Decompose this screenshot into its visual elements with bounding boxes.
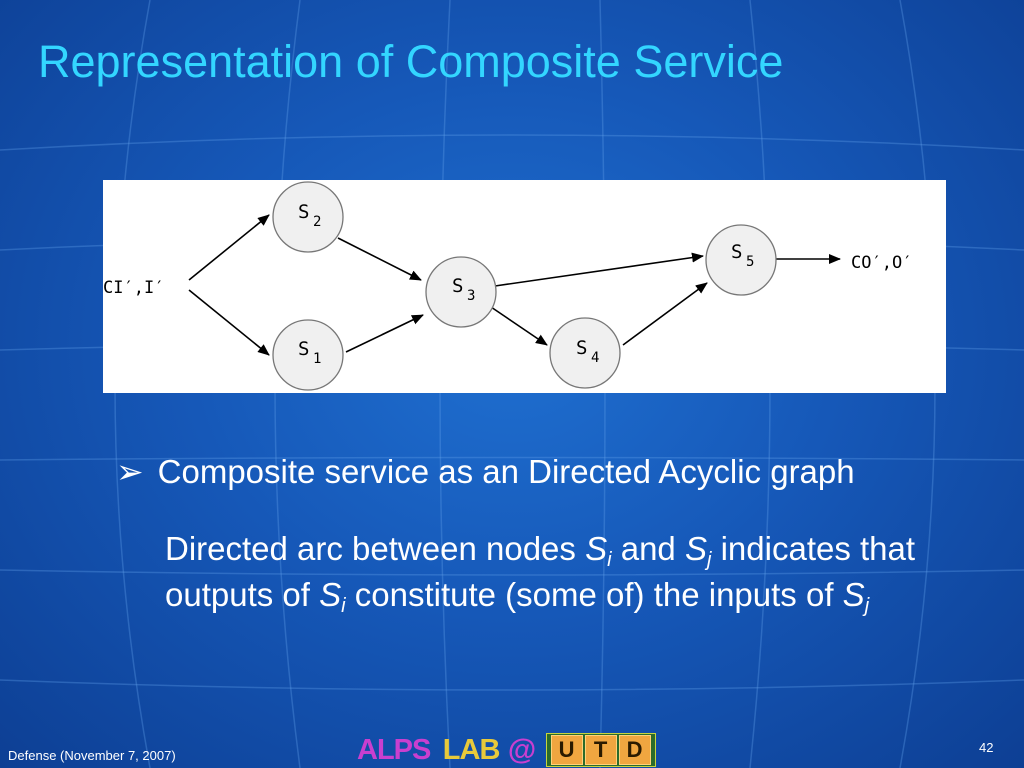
node-s3 — [425, 256, 497, 328]
node-s4-label: S — [576, 337, 587, 359]
dag-diagram: S 2 S 1 S 3 S 4 S 5 CI′,I′ CO′,O′ — [103, 180, 946, 393]
node-s4 — [549, 317, 621, 389]
edge-s2-s3 — [337, 237, 422, 281]
bullet-point: ➢ Composite service as an Directed Acycli… — [116, 452, 855, 491]
input-label: CI′,I′ — [103, 278, 164, 298]
node-s2 — [272, 181, 344, 253]
logo-at: @ — [507, 734, 536, 766]
var-si-2: Si — [319, 576, 346, 617]
node-s5-sub: 5 — [746, 254, 754, 270]
node-s5-label: S — [731, 241, 742, 263]
node-s2-label: S — [298, 201, 309, 223]
edge-s3-s5 — [494, 252, 704, 287]
node-s1-sub: 1 — [313, 351, 321, 367]
edge-s1-s3 — [345, 314, 424, 353]
logo-alps: ALPS — [357, 734, 431, 766]
desc-part2: and — [611, 530, 685, 567]
node-s4-sub: 4 — [591, 350, 599, 366]
logo-t: T — [584, 735, 617, 765]
logo-d: D — [618, 735, 651, 765]
logo-lab: LAB — [442, 734, 501, 766]
edge-s4-s5 — [622, 282, 708, 346]
desc-part3: indicates that outputs of — [165, 530, 916, 613]
node-s2-sub: 2 — [313, 214, 321, 230]
description-text: Directed arc between nodes Si and Sj ind… — [165, 526, 1015, 618]
var-si-1: Si — [585, 530, 612, 571]
desc-part1: Directed arc between nodes — [165, 530, 586, 567]
output-label: CO′,O′ — [851, 253, 912, 273]
edge-s3-s4 — [490, 306, 548, 346]
page-number: 42 — [979, 740, 994, 755]
var-sj-1: Sj — [684, 530, 712, 571]
node-s5 — [705, 224, 777, 296]
node-s3-sub: 3 — [467, 288, 475, 304]
footer-text: Defense (November 7, 2007) — [8, 748, 176, 763]
node-s1-label: S — [298, 338, 309, 360]
var-sj-2: Sj — [842, 576, 870, 617]
logo-u: U — [550, 735, 583, 765]
bullet-text: Composite service as an Directed Acyclic… — [157, 453, 855, 490]
edge-in-s1 — [188, 289, 270, 356]
node-s1 — [272, 319, 344, 391]
slide-title: Representation of Composite Service — [38, 36, 784, 87]
node-s3-label: S — [452, 275, 463, 297]
edge-in-s2 — [188, 214, 270, 281]
bullet-arrow-icon: ➢ — [116, 453, 144, 490]
dag-svg: S 2 S 1 S 3 S 4 S 5 CI′,I′ CO′,O′ — [103, 181, 912, 391]
desc-part4: constitute (some of) the inputs of — [345, 576, 843, 613]
